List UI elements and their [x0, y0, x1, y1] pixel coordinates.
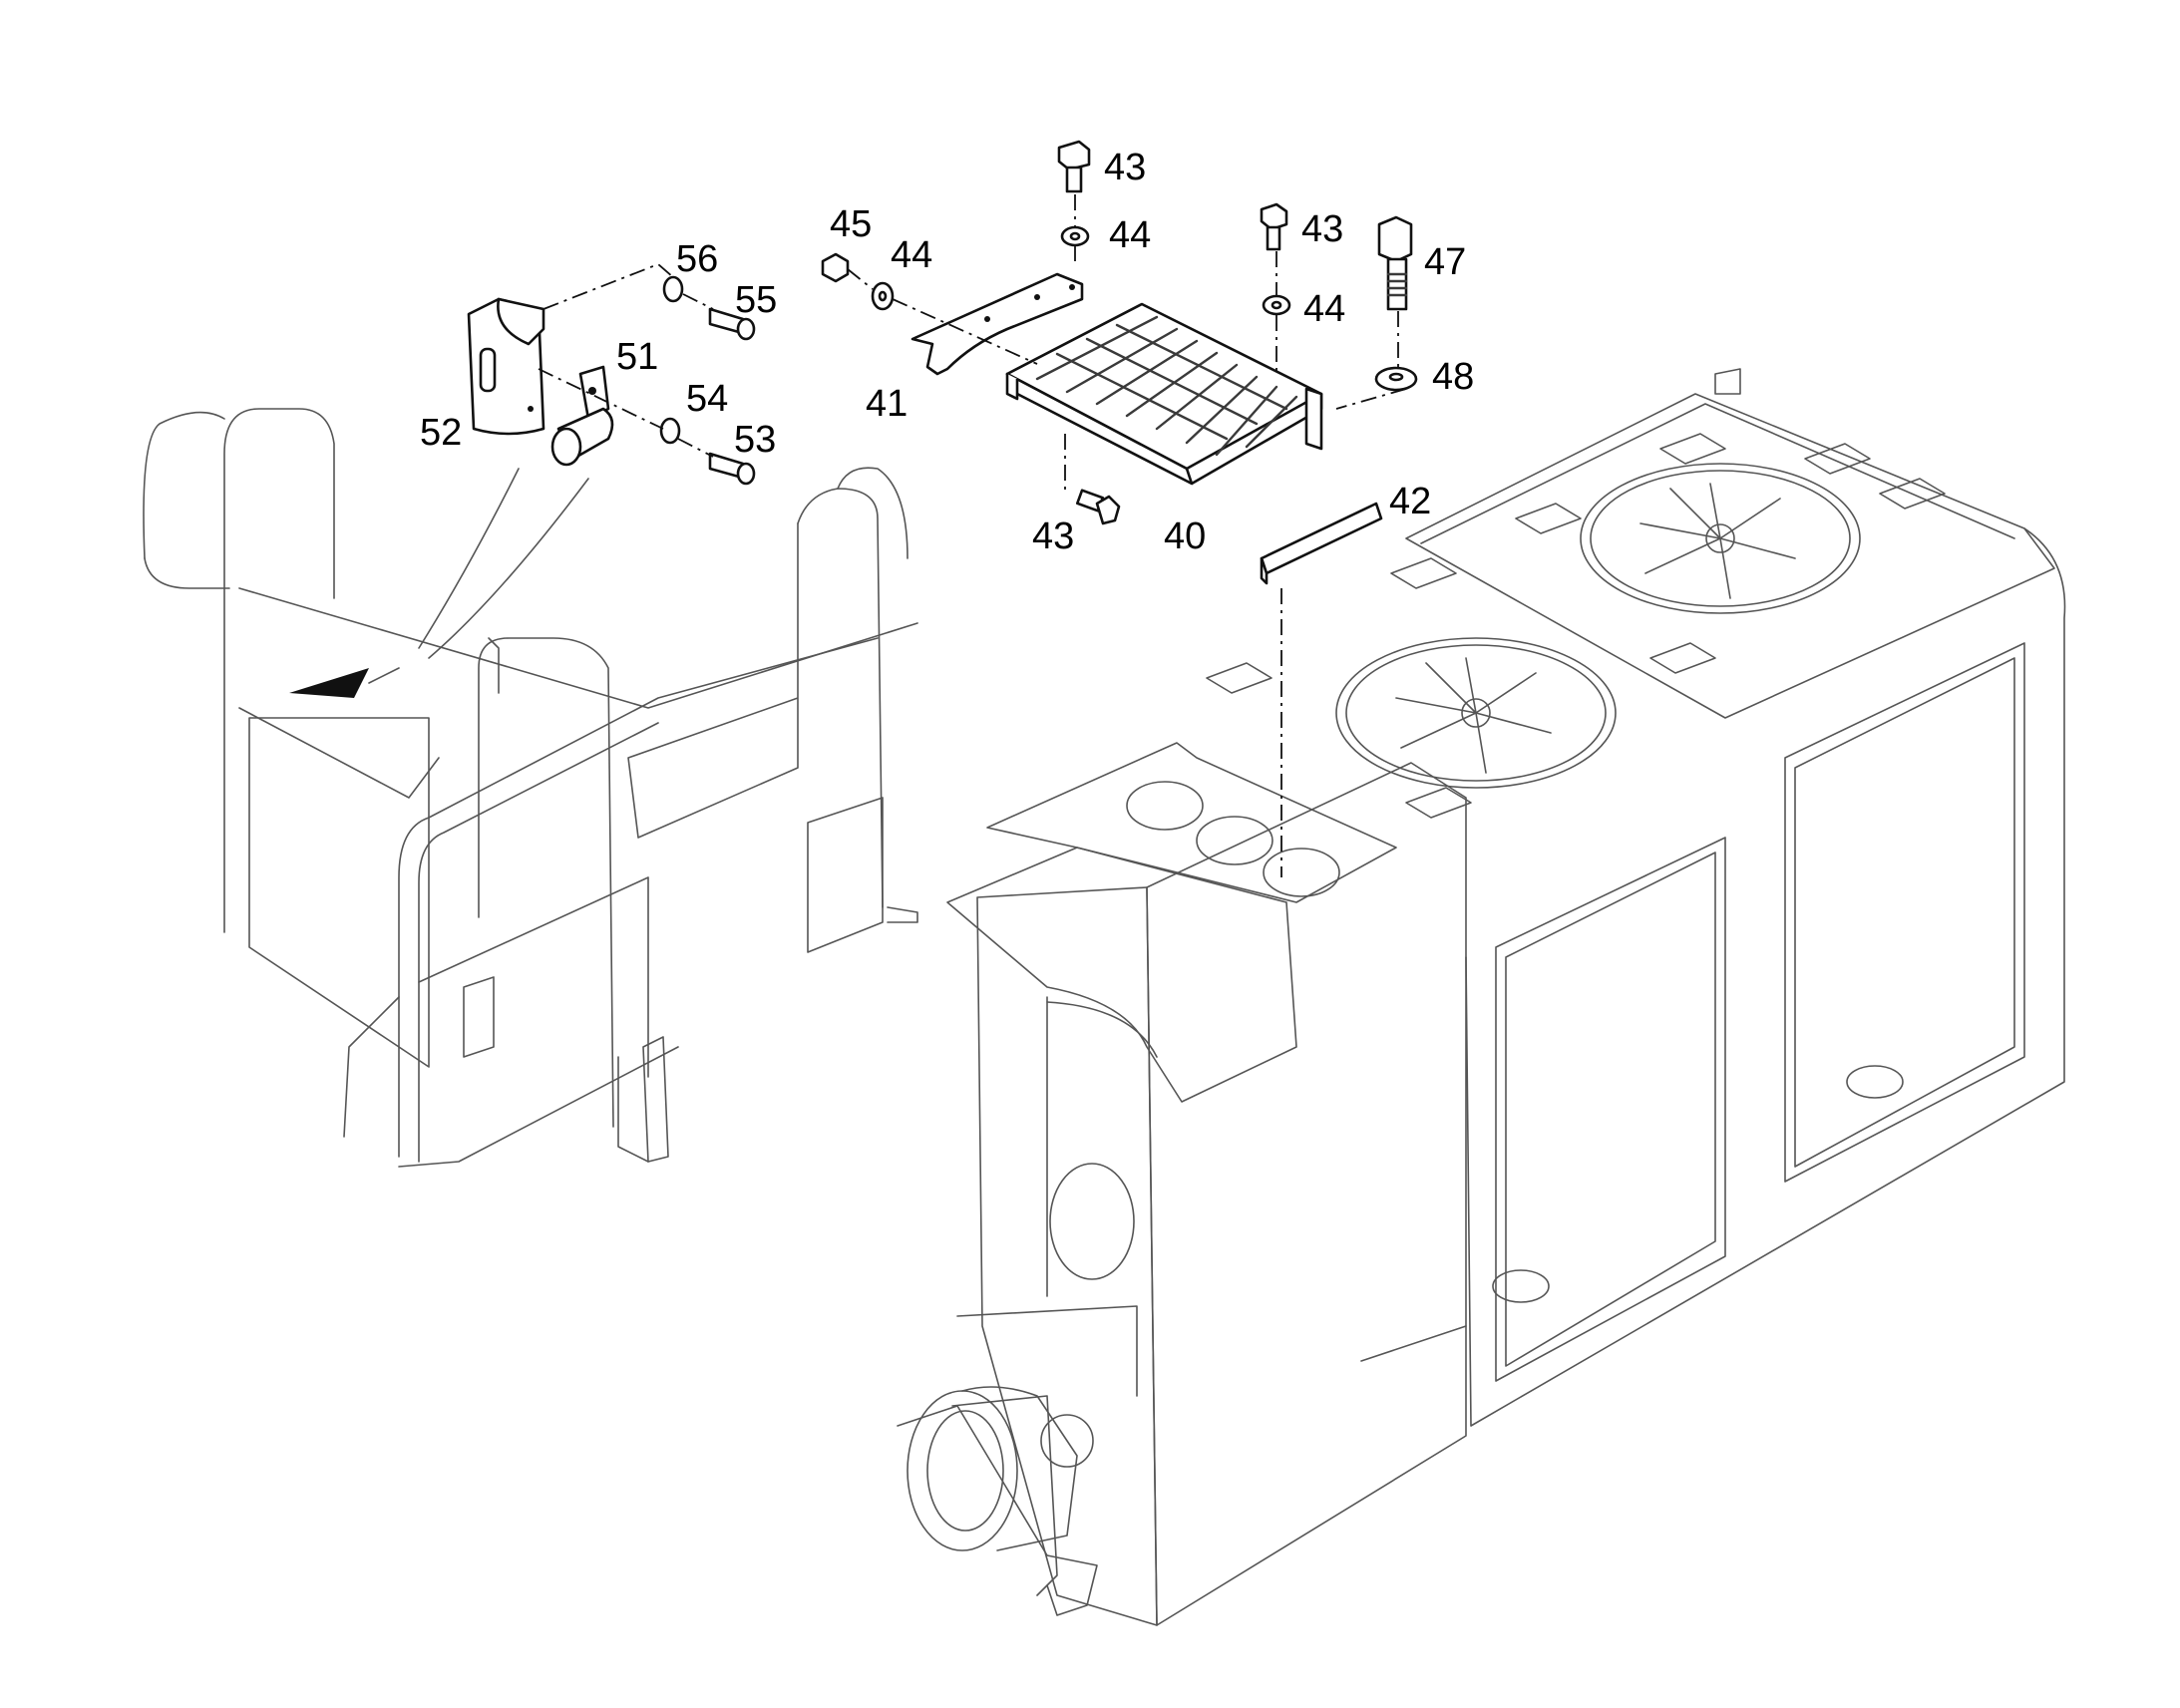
- fan-left: [1335, 637, 1617, 789]
- callout-56: 56: [676, 238, 718, 280]
- part-41-bracket: [910, 272, 1084, 376]
- fan-right: [1580, 463, 1861, 614]
- callout-44: 44: [891, 234, 932, 276]
- filter-caps: [1126, 781, 1340, 897]
- mounting-pads: [1206, 368, 1946, 819]
- direction-arrow-icon: [289, 668, 369, 698]
- part-55-screw: [708, 307, 756, 341]
- part-48-washer: [1374, 366, 1418, 392]
- part-44-washer-top: [1060, 225, 1090, 247]
- callout-44: 44: [1109, 214, 1151, 256]
- handrail-platform: [143, 408, 918, 1168]
- part-53-screw: [708, 452, 756, 486]
- callout-54: 54: [686, 378, 728, 420]
- callout-42: 42: [1389, 481, 1431, 522]
- machine-frame: [897, 368, 2066, 1626]
- callout-43: 43: [1301, 208, 1343, 250]
- part-47-bolt: [1377, 215, 1413, 311]
- part-54-washer: [659, 417, 681, 445]
- callout-43: 43: [1032, 515, 1074, 557]
- part-56-washer: [662, 275, 684, 303]
- part-42-angle: [1260, 502, 1383, 585]
- part-43-bolt-bottom: [1075, 489, 1121, 525]
- callout-44: 44: [1303, 288, 1345, 330]
- part-51-hinge: [550, 365, 614, 467]
- callout-45: 45: [830, 203, 872, 245]
- part-45-nut: [821, 252, 850, 283]
- callout-labels: 43 44 43 44 47 48 45 44 41 40 43 42 56 5…: [420, 147, 1474, 557]
- callout-55: 55: [735, 279, 777, 321]
- outlet-flange: [907, 1386, 1094, 1551]
- part-44-washer-left: [871, 281, 895, 311]
- callout-40: 40: [1164, 515, 1206, 557]
- part-43-bolt-mid: [1260, 202, 1288, 251]
- part-43-bolt-top: [1057, 140, 1091, 193]
- callout-48: 48: [1432, 356, 1474, 398]
- callout-52: 52: [420, 412, 462, 454]
- part-44-washer-mid: [1262, 294, 1291, 316]
- part-52-cover: [467, 297, 545, 436]
- part-40-grating: [1005, 302, 1323, 486]
- callout-47: 47: [1424, 241, 1466, 283]
- callout-43: 43: [1104, 147, 1146, 188]
- callout-53: 53: [734, 419, 776, 461]
- assembly-centerlines: [538, 194, 1407, 877]
- callout-51: 51: [616, 336, 658, 378]
- callout-41: 41: [866, 383, 908, 425]
